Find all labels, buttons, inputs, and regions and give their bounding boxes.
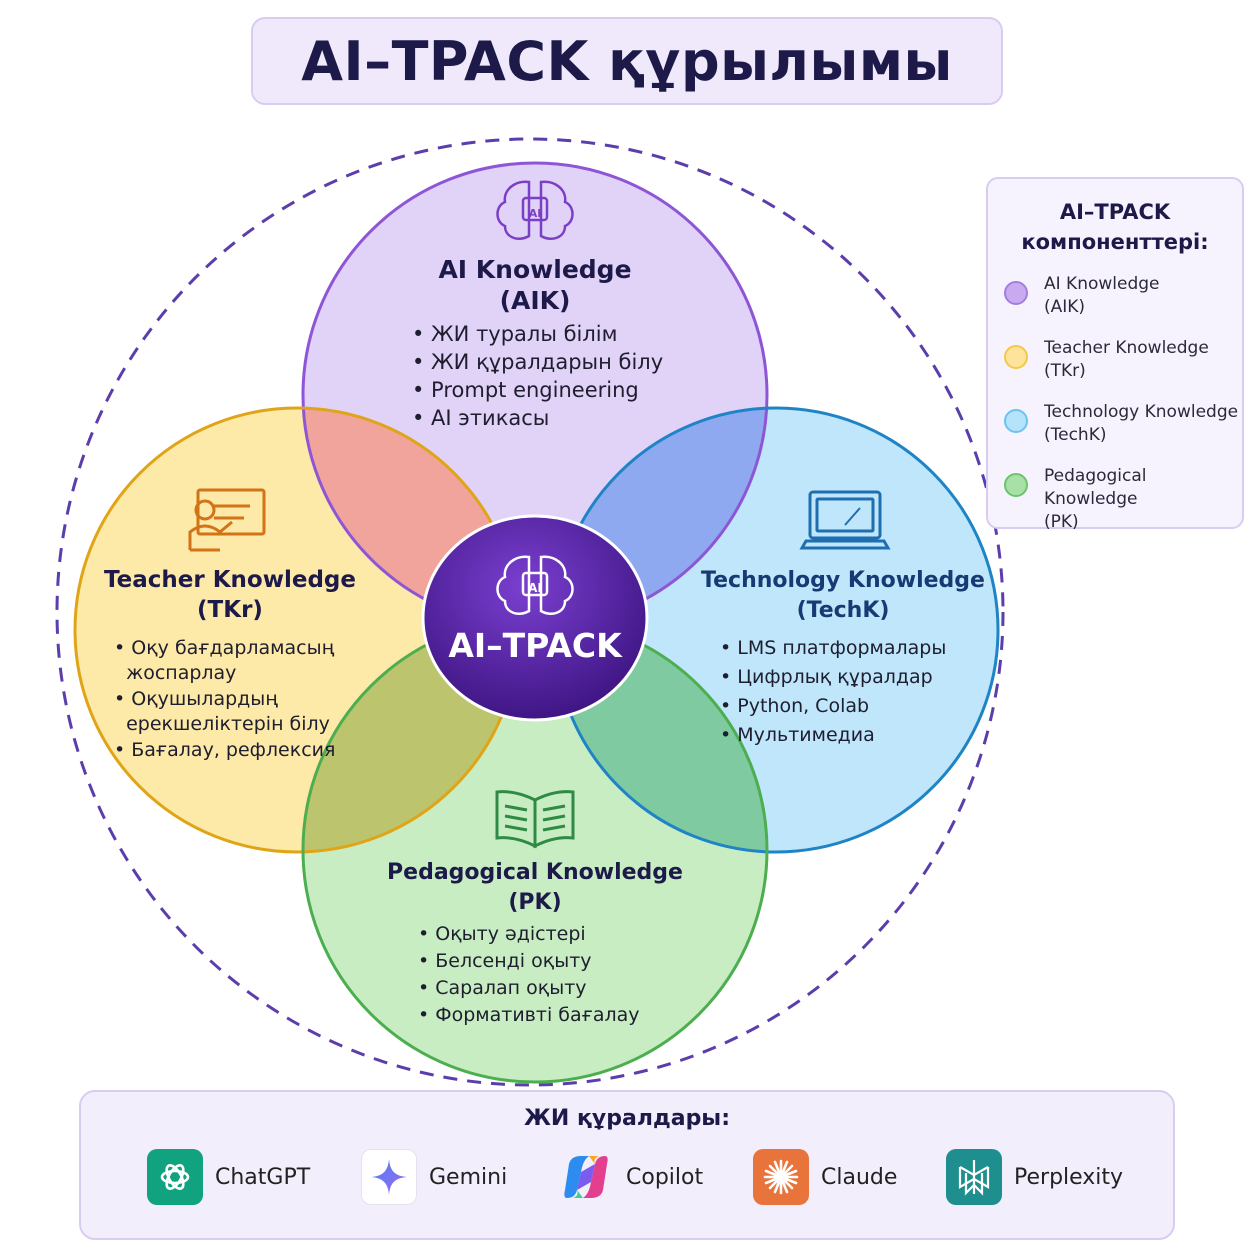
- outer-dashed-ring: [55, 137, 1005, 1087]
- tool-label: Perplexity: [1014, 1164, 1124, 1190]
- tools-title: ЖИ құралдары:: [523, 1106, 731, 1131]
- claude-icon: [753, 1149, 809, 1205]
- aik-item: • ЖИ құралдарын білу: [412, 350, 663, 374]
- center-core: [421, 514, 649, 722]
- chatgpt-icon: [147, 1149, 203, 1205]
- overlap-aik-techk: [554, 408, 767, 627]
- tool-label: Gemini: [429, 1164, 508, 1190]
- legend-dot-pk: [1004, 473, 1028, 497]
- title-banner: AI–TPACK құрылымы: [251, 17, 1003, 105]
- legend-dot-tkr: [1004, 345, 1028, 369]
- open-book-icon: [495, 790, 575, 849]
- tool-perplexity[interactable]: Perplexity: [946, 1148, 1123, 1206]
- pk-item: • Белсенді оқыту: [418, 950, 592, 972]
- aik-title-line2: (AIK): [500, 286, 571, 315]
- overlap-aik-tkr: [303, 408, 519, 627]
- tkr-item: • Бағалау, рефлексия: [114, 739, 335, 761]
- laptop-icon: [799, 490, 891, 550]
- center-label: AI–TPACK: [448, 626, 623, 665]
- page-title: AI–TPACK құрылымы: [301, 29, 953, 93]
- legend-item-techk: Technology Knowledge (TechK): [1002, 401, 1238, 453]
- legend-label: AI Knowledge (AIK): [1044, 274, 1160, 317]
- pk-item: • Саралап оқыту: [418, 977, 587, 999]
- legend-label: Technology Knowledge (TechK): [1044, 402, 1239, 445]
- tkr-title-line2: (TKr): [197, 597, 263, 623]
- pk-title-line2: (PK): [508, 890, 561, 915]
- aik-item: • Prompt engineering: [412, 378, 639, 402]
- legend-item-pk: Pedagogical Knowledge (PK): [1002, 465, 1238, 532]
- tool-label: ChatGPT: [215, 1164, 311, 1190]
- legend-item-aik: AI Knowledge (AIK): [1002, 273, 1238, 325]
- aik-icon-ai-text: AI: [529, 207, 542, 220]
- techk-item: • Цифрлық құралдар: [720, 666, 933, 688]
- pk-title-line1: Pedagogical Knowledge: [387, 860, 683, 885]
- legend-label: Teacher Knowledge (TKr): [1044, 338, 1209, 381]
- techk-item: • Мультимедиа: [720, 724, 875, 746]
- tool-label: Copilot: [626, 1164, 704, 1190]
- aik-item: • AI этикасы: [412, 406, 549, 430]
- overlap-pk-techk: [554, 618, 767, 852]
- ai-tools-panel: ЖИ құралдары: ChatGPT Gemini: [79, 1090, 1175, 1240]
- tkr-item: • Оқушылардың: [114, 688, 278, 710]
- pk-item: • Оқыту әдістері: [418, 923, 586, 945]
- legend-dot-techk: [1004, 409, 1028, 433]
- perplexity-icon: [946, 1149, 1002, 1205]
- tkr-item: ерекшеліктерін білу: [114, 713, 330, 735]
- tkr-title-line1: Teacher Knowledge: [104, 567, 356, 593]
- brain-ai-icon: [496, 180, 574, 240]
- tool-claude[interactable]: Claude: [753, 1148, 897, 1206]
- copilot-icon: [558, 1149, 614, 1205]
- tkr-item: • Оқу бағдарламасың: [114, 637, 335, 659]
- gemini-icon: [361, 1149, 417, 1205]
- tool-label: Claude: [821, 1164, 898, 1190]
- techk-item: • Python, Colab: [720, 695, 869, 717]
- tool-chatgpt[interactable]: ChatGPT: [147, 1148, 310, 1206]
- legend-title: AI–TPACK компоненттері:: [1021, 200, 1209, 254]
- pk-item: • Формативті бағалау: [418, 1004, 640, 1026]
- techk-item: • LMS платформалары: [720, 637, 946, 659]
- tool-gemini[interactable]: Gemini: [361, 1148, 507, 1206]
- center-ai-badge-text: AI: [528, 581, 542, 595]
- tkr-item: жоспарлау: [114, 662, 236, 684]
- overlap-pk-tkr: [303, 618, 519, 852]
- legend-dot-aik: [1004, 281, 1028, 305]
- techk-title-line2: (TechK): [797, 598, 890, 623]
- techk-title-line1: Technology Knowledge: [701, 568, 985, 593]
- legend-panel: AI–TPACK компоненттері: AI Knowledge (AI…: [986, 177, 1244, 532]
- legend-item-tkr: Teacher Knowledge (TKr): [1002, 337, 1238, 389]
- legend-label: Pedagogical Knowledge (PK): [1044, 466, 1147, 532]
- aik-item: • ЖИ туралы білім: [412, 322, 618, 346]
- tool-copilot[interactable]: Copilot: [558, 1148, 703, 1206]
- center-brain-icon: [496, 555, 574, 615]
- teacher-board-icon: [188, 488, 266, 552]
- aik-title-line1: AI Knowledge: [438, 255, 631, 284]
